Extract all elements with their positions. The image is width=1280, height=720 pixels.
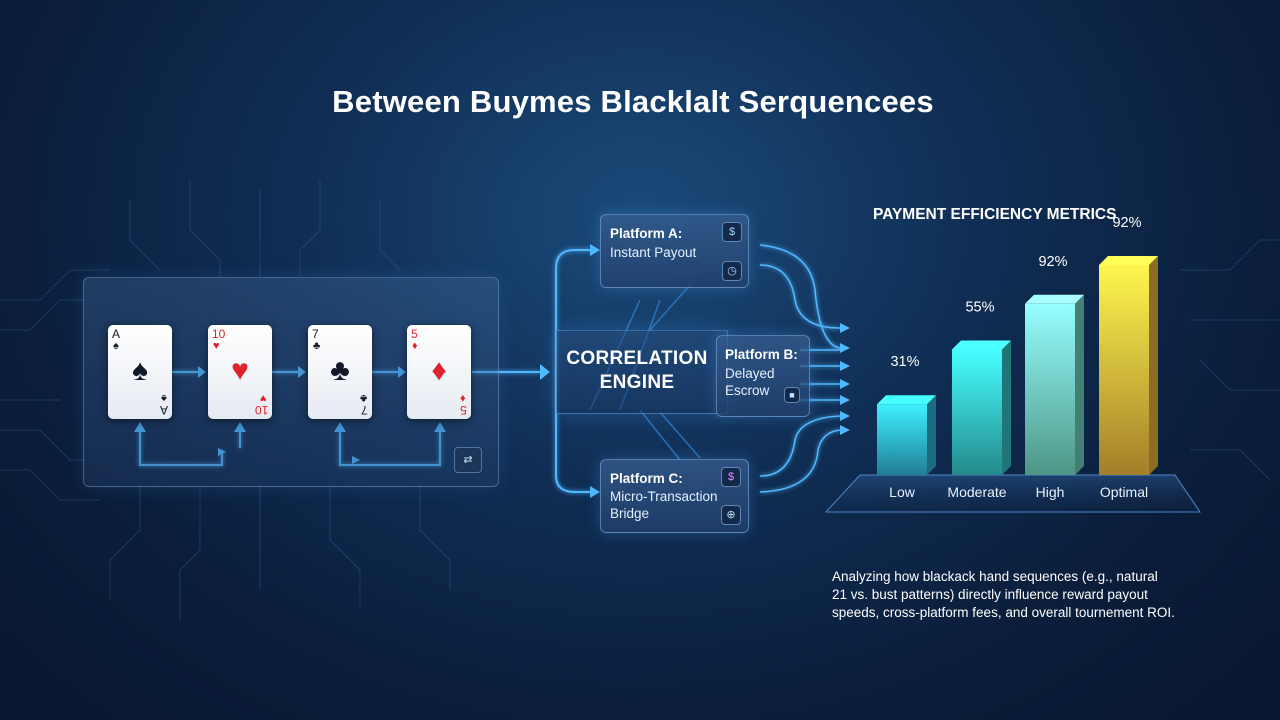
value-label: 55%	[965, 299, 994, 315]
page-title: Between Buymes Blacklalt Serquencees	[332, 84, 934, 119]
value-label: 92%	[1038, 254, 1067, 270]
card-rank: A	[112, 327, 121, 341]
card-swap-icon: ⇄	[454, 447, 482, 473]
bar-front	[1099, 265, 1149, 475]
platform-a-title: Platform A:	[610, 226, 683, 241]
platform-a-card: Platform A: Instant Payout $ ◷	[600, 214, 749, 288]
dollar-icon: $	[722, 222, 742, 242]
engine-line-1: CORRELATION	[566, 348, 708, 369]
bar-side	[1075, 294, 1084, 475]
bar-side	[1002, 340, 1011, 475]
bar-moderate	[952, 340, 1011, 475]
bar-side	[927, 395, 936, 475]
bar-low	[877, 395, 936, 475]
category-label: Moderate	[947, 484, 1006, 500]
bar-side	[1149, 256, 1158, 475]
bar-top	[877, 395, 936, 405]
card-ten-hearts: 10 ♥ ♥ ♥ 10	[208, 325, 272, 419]
card-rank: 10	[212, 327, 226, 341]
chart-title: PAYMENT EFFICIENCY METRICS	[873, 206, 1117, 223]
value-label: 92%	[1112, 215, 1141, 231]
coin-icon: $	[721, 467, 741, 487]
platform-c-title: Platform C:	[610, 471, 683, 486]
club-icon: ♣	[330, 354, 350, 387]
card-rank: 5	[411, 327, 418, 341]
globe-icon: ⊕	[721, 505, 741, 525]
platform-b-title: Platform B:	[725, 347, 798, 362]
card-suit-small: ♥	[213, 340, 220, 352]
caption-line-2: 21 vs. bust patterns) directly influence…	[832, 587, 1148, 602]
bar-top	[1025, 294, 1084, 304]
diamond-icon: ♦	[431, 354, 447, 387]
card-suit-small: ♣	[313, 340, 321, 352]
bar-high	[1025, 294, 1084, 475]
bar-top	[1099, 256, 1158, 265]
category-label: Optimal	[1100, 484, 1148, 500]
platform-b-card: Platform B: Delayed Escrow ■	[716, 335, 810, 417]
bar-top	[952, 340, 1011, 350]
heart-icon: ♥	[231, 354, 249, 387]
platform-c-card: Platform C: Micro-Transaction Bridge $ ⊕	[600, 459, 749, 533]
platform-c-line-1: Micro-Transaction	[610, 489, 718, 504]
bar-front	[877, 404, 927, 475]
spade-icon: ♠	[132, 354, 148, 387]
correlation-engine-label: CORRELATION ENGINE	[556, 347, 718, 395]
platform-b-line-2: Escrow	[725, 383, 770, 398]
platform-c-line-2: Bridge	[610, 506, 650, 521]
bar-front	[1025, 303, 1075, 475]
bar-front	[952, 349, 1002, 475]
lock-icon: ■	[784, 387, 800, 403]
category-label: Low	[889, 484, 916, 500]
platform-a-line-1: Instant Payout	[610, 245, 697, 260]
card-seven-clubs: 7 ♣ ♣ ♣ 7	[308, 325, 372, 419]
bar-optimal	[1099, 256, 1158, 475]
card-ace-spades: A ♠ ♠ ♠ A	[108, 325, 172, 419]
card-five-diamonds: 5 ♦ ♦ ♦ 5	[407, 325, 471, 419]
value-label: 31%	[890, 354, 919, 370]
card-rank: 7	[312, 327, 319, 341]
clock-icon: ◷	[722, 261, 742, 281]
card-suit-small: ♦	[412, 340, 418, 352]
caption: Analyzing how blackack hand sequences (e…	[832, 568, 1212, 622]
caption-line-3: speeds, cross-platform fees, and overall…	[832, 605, 1175, 620]
correlation-engine-box	[556, 330, 728, 414]
caption-line-1: Analyzing how blackack hand sequences (e…	[832, 569, 1158, 584]
card-suit-small: ♠	[113, 340, 119, 352]
category-label: High	[1036, 484, 1065, 500]
engine-line-2: ENGINE	[599, 372, 675, 393]
platform-b-line-1: Delayed	[725, 366, 775, 381]
